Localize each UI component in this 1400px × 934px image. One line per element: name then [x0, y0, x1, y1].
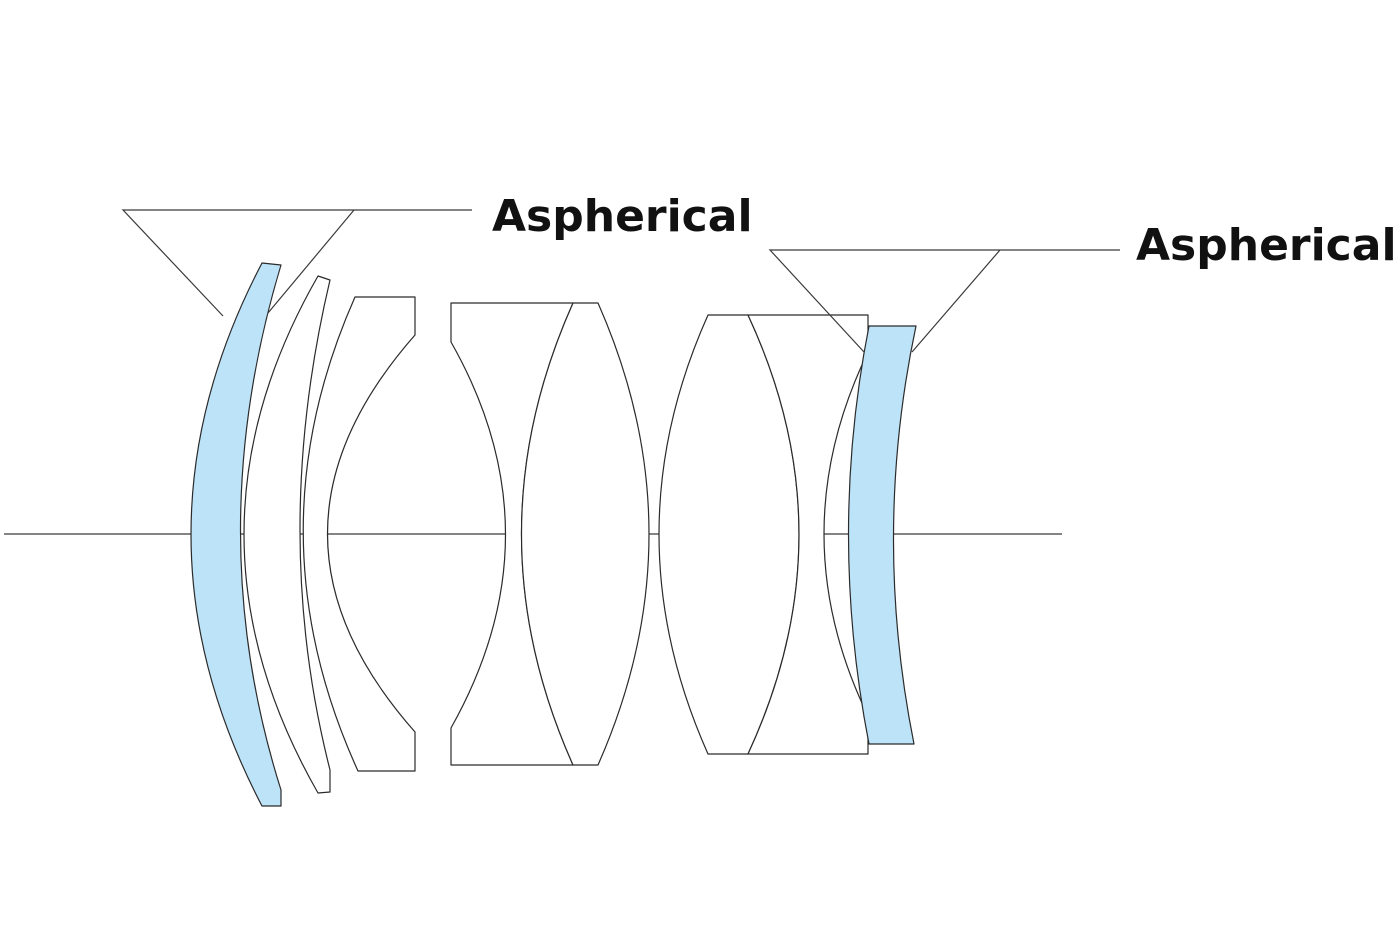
front-aspherical-leader	[121, 209, 472, 317]
lens-element-1-aspherical	[190, 262, 282, 807]
lens-element-3	[302, 296, 416, 772]
front-aspherical-label: Aspherical	[492, 191, 753, 242]
lens-element-5	[520, 302, 650, 766]
lens-element-8-aspherical	[847, 325, 917, 745]
lens-element-2	[243, 275, 331, 794]
lens-element-7	[747, 314, 869, 755]
rear-aspherical-label: Aspherical	[1136, 220, 1397, 271]
rear-aspherical-leader	[768, 249, 1120, 353]
